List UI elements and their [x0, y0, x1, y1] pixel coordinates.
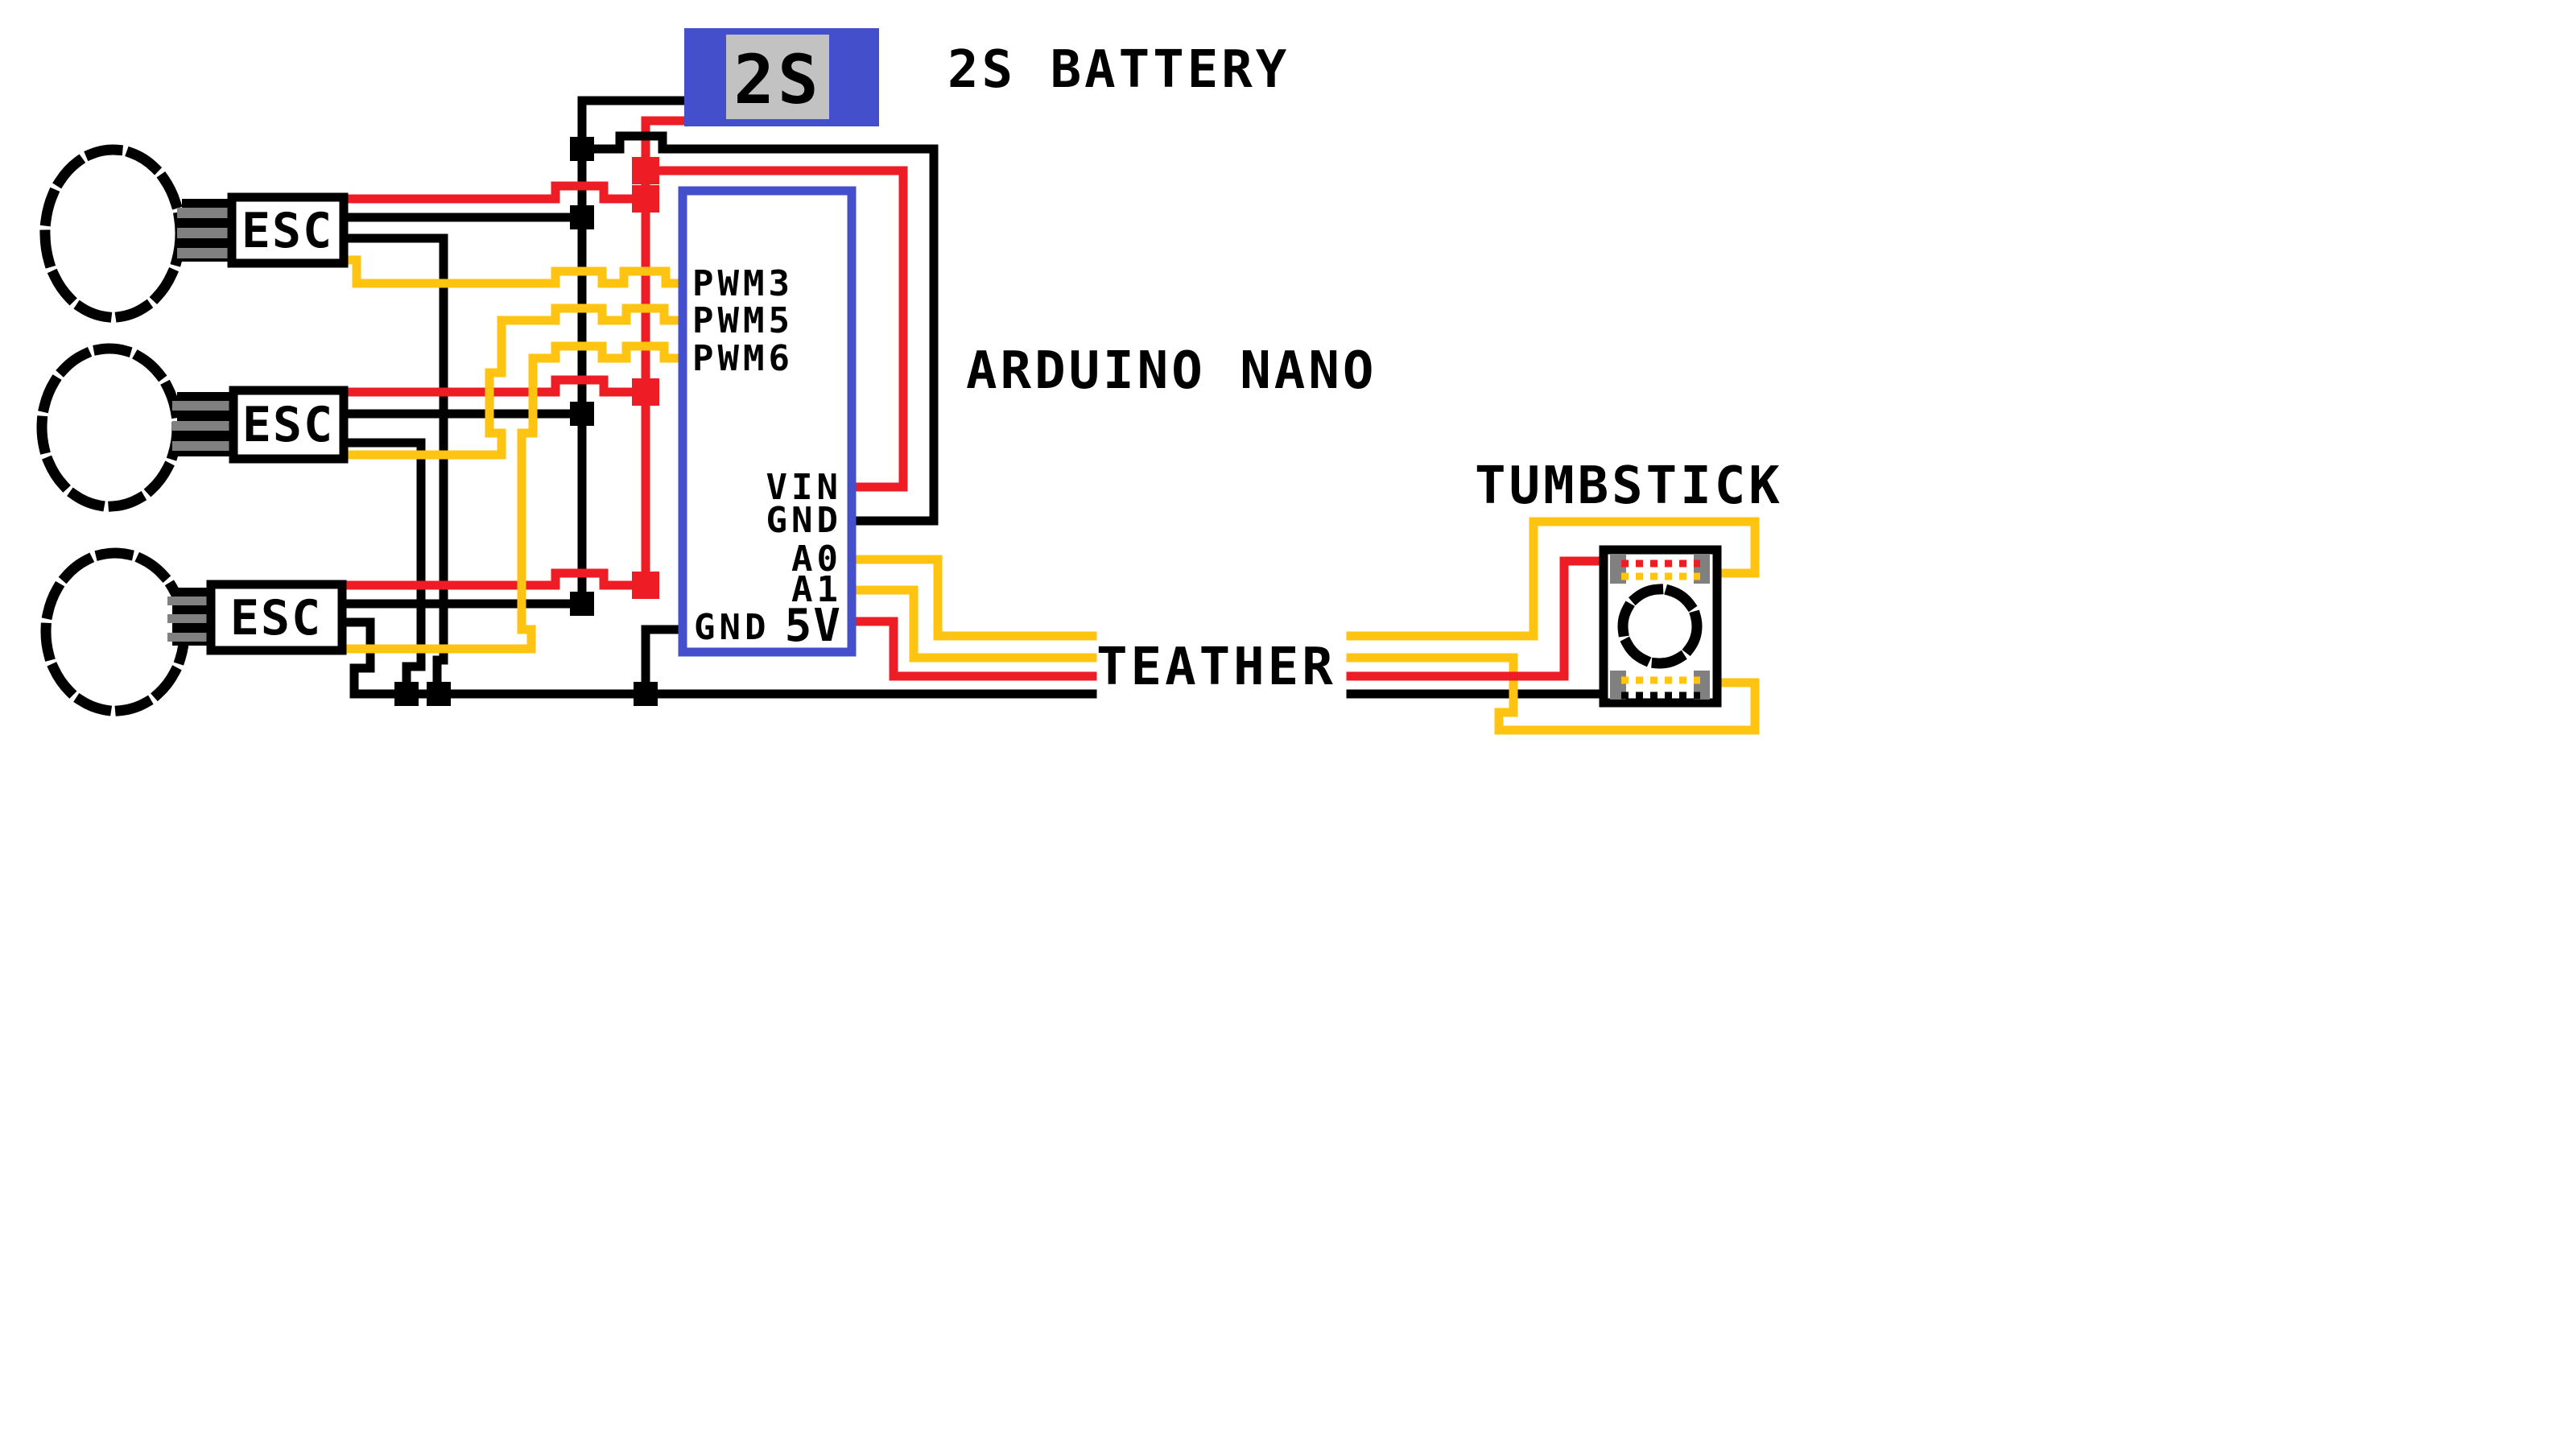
motor-1 [39, 144, 186, 323]
wire-esc2-power [339, 375, 650, 397]
junction-bus-gnd-3 [634, 682, 658, 706]
junction-dots [394, 137, 659, 706]
battery-title: 2S BATTERY [947, 40, 1290, 100]
pin-5v: 5V [785, 600, 842, 652]
wire-a0-left [843, 555, 1097, 641]
junction-bus-gnd-2 [427, 682, 451, 706]
wire-arduino-gnd-bottom [641, 625, 687, 699]
thumbstick-knob-circle [1617, 584, 1703, 669]
arduino-box [678, 186, 857, 657]
wire-a0-right [1346, 517, 1760, 641]
wire-esc2-ground-2 [339, 438, 426, 699]
wire-battery-negative-bus [577, 96, 691, 610]
wire-esc1-power [339, 181, 650, 204]
wire-esc3-power [339, 568, 650, 590]
wire-esc2-signal-pwm5 [339, 303, 690, 460]
esc-1-box [227, 192, 349, 268]
junction-esc3-gnd [570, 592, 594, 616]
pin-a1: A1 [791, 569, 842, 610]
junction-esc1-power [632, 185, 659, 213]
junction-esc3-power [632, 572, 659, 599]
motor-1-circle [39, 144, 186, 323]
pin-pwm5: PWM5 [692, 300, 794, 341]
esc-2: ESC [229, 386, 349, 464]
esc-3-label: ESC [230, 590, 322, 646]
arduino-title: ARDUINO NANO [966, 341, 1377, 401]
wire-5v-right [1346, 556, 1612, 681]
pin-gnd-bottom: GND [694, 607, 770, 648]
junction-bus-gnd-1 [394, 682, 419, 706]
esc-2-box [229, 386, 349, 464]
wire-a1-left [843, 585, 1097, 663]
pin-vin: VIN [766, 467, 842, 508]
battery: 2S [684, 28, 879, 126]
wire-esc1-ground-2 [339, 233, 448, 699]
wire-esc3-signal-pwm6 [337, 341, 690, 654]
motor-1-phase-connector [177, 199, 233, 262]
ground-wires [337, 96, 1613, 699]
arduino-nano: PWM3 PWM5 PWM6 VIN GND A0 A1 GND 5V [678, 186, 857, 657]
tether-label: TEATHER [1096, 638, 1336, 697]
esc-3: ESC [206, 580, 347, 655]
wire-bottom-ground-bus-left [337, 617, 1097, 699]
junction-esc2-gnd [570, 402, 594, 426]
motor-2-circle [36, 343, 183, 512]
pin-gnd-right: GND [766, 500, 842, 541]
thumbstick [1599, 545, 1722, 708]
junction-esc1-gnd [570, 205, 594, 229]
wire-5v-left [843, 617, 1097, 681]
motor-3-circle [40, 547, 190, 716]
esc-1: ESC [227, 192, 349, 268]
pin-a0: A0 [791, 539, 842, 580]
esc-3-box [206, 580, 347, 655]
pin-pwm3: PWM3 [692, 263, 794, 304]
thumbstick-title: TUMBSTICK [1475, 456, 1783, 516]
wire-vin [641, 166, 908, 492]
pin-pwm6: PWM6 [692, 338, 794, 379]
junction-esc2-power [632, 378, 659, 406]
wire-a1-right [1346, 653, 1760, 735]
motor-2 [36, 343, 183, 512]
motor-3 [40, 547, 190, 716]
battery-cell-label: 2S [733, 40, 821, 119]
esc-2-label: ESC [242, 397, 334, 453]
motor-2-phase-connector [172, 392, 235, 456]
junction-gnd-top [570, 137, 594, 161]
esc-1-label: ESC [242, 203, 333, 259]
signal-wires [337, 255, 1760, 735]
junction-vin [632, 157, 659, 184]
five-volt-wires [843, 556, 1612, 681]
wire-arduino-gnd-right [577, 131, 939, 526]
wire-esc1-signal-pwm3 [339, 255, 690, 288]
wire-battery-positive-bus [641, 116, 686, 590]
battery-cell-panel [726, 35, 829, 119]
